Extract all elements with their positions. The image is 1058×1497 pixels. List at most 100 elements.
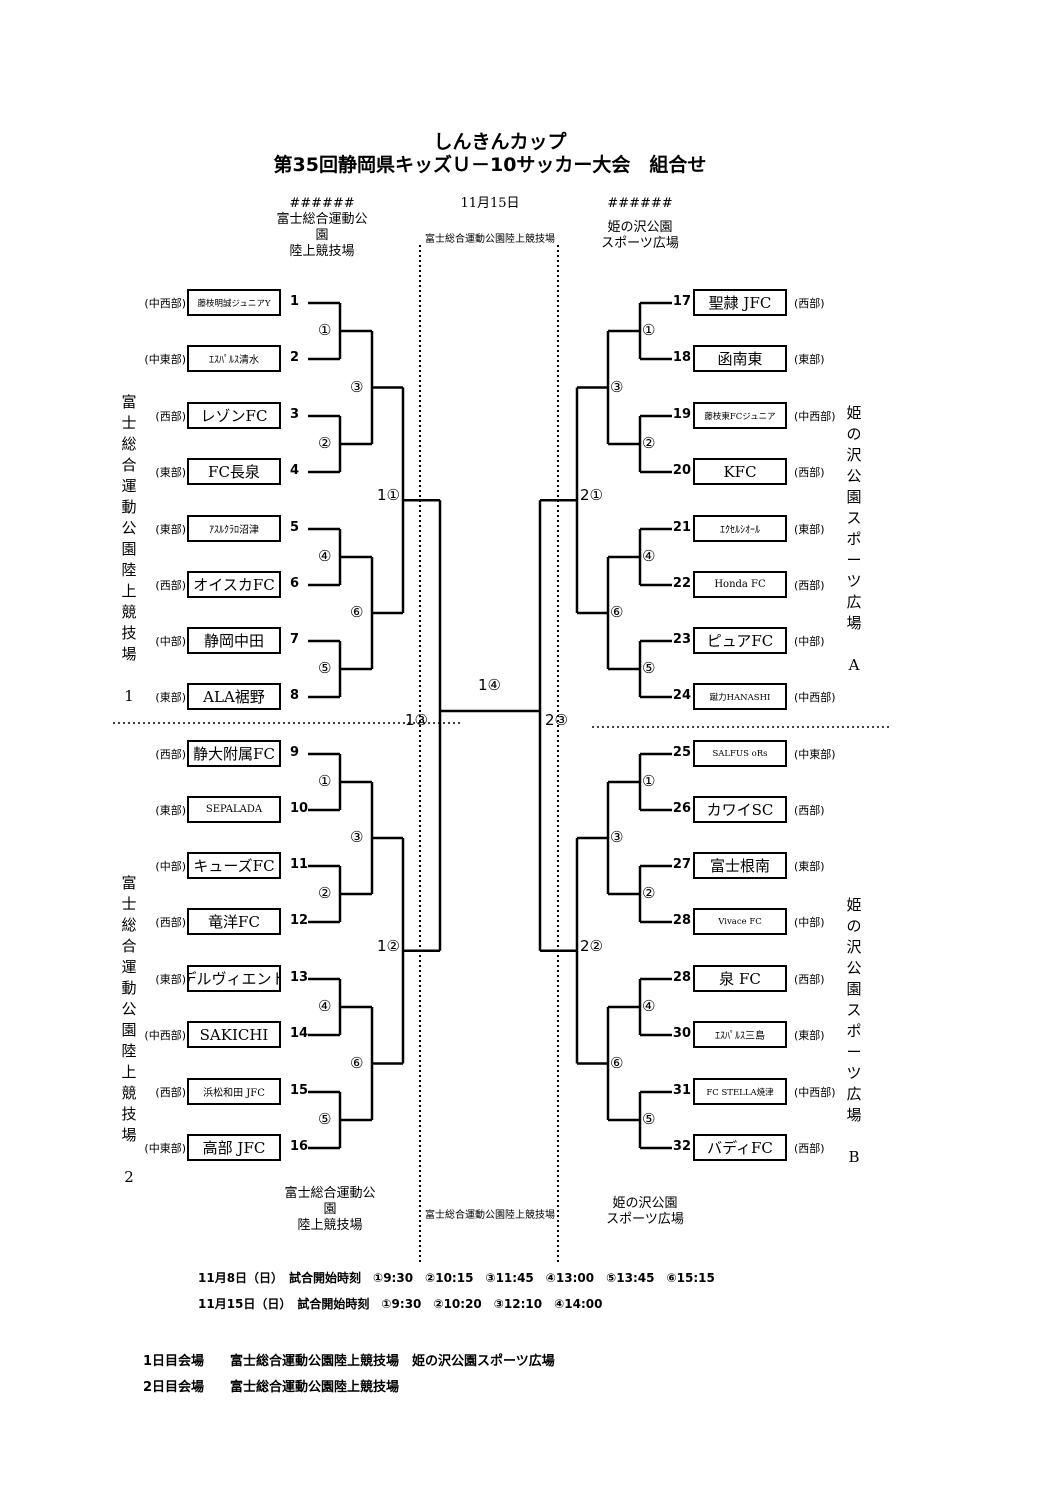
team-box: カワイSC xyxy=(693,796,787,823)
side-venue-char: ス xyxy=(846,509,862,527)
team-box: ｱｽﾙｸﾗﾛ沼津 xyxy=(187,515,281,542)
team-region: (東部) xyxy=(155,691,186,704)
team-region: (中東部) xyxy=(144,1142,186,1155)
group-match-label: ③ xyxy=(350,828,364,846)
team-seed: 10 xyxy=(290,801,309,816)
side-venue-char: 姫 xyxy=(846,896,862,914)
tournament-title: 第35回静岡県キッズＵ－10サッカー大会 組合せ xyxy=(273,154,707,176)
side-venue-char: 公 xyxy=(121,1000,137,1018)
group-match-label: ① xyxy=(642,321,656,339)
side-venue-char: ス xyxy=(846,1001,862,1019)
side-venue-char xyxy=(120,1146,138,1167)
group-match-label: ⑤ xyxy=(318,1110,332,1128)
footer-right-venue: 姫の沢公園 スポーツ広場 xyxy=(590,1196,700,1228)
team-box: 竜洋FC xyxy=(187,908,281,935)
side-venue-char: 沢 xyxy=(846,446,862,464)
header-left-date: ###### xyxy=(289,196,355,211)
side-venue-char: 園 xyxy=(121,1021,137,1039)
team-box: SALFUS oRs xyxy=(693,740,787,767)
footer-center-venue: 富士総合運動公園陸上競技場 xyxy=(425,1210,555,1221)
side-venue-right-bottom: 姫の沢公園スポーツ広場 B xyxy=(845,895,863,1168)
group-match-label: ② xyxy=(318,434,332,452)
team-seed: 15 xyxy=(290,1083,309,1098)
team-box: 泉 FC xyxy=(693,965,787,992)
team-region: (中西部) xyxy=(144,1029,186,1042)
team-region: (中西部) xyxy=(794,410,836,423)
group-match-label: ⑥ xyxy=(610,1053,624,1072)
side-venue-char: 合 xyxy=(121,937,137,955)
team-seed: 3 xyxy=(290,407,300,422)
team-seed: 1 xyxy=(290,294,300,309)
side-venue-char: 総 xyxy=(121,916,137,934)
side-venue-char: 士 xyxy=(121,895,137,913)
team-box: キューズFC xyxy=(187,852,281,879)
team-region: (中東部) xyxy=(144,353,186,366)
side-venue-char: 陸 xyxy=(121,561,137,579)
group-match-label: ② xyxy=(642,884,656,902)
side-venue-char: 動 xyxy=(121,498,137,516)
team-seed: 12 xyxy=(290,913,309,928)
team-region: (東部) xyxy=(794,353,825,366)
team-region: (中東部) xyxy=(794,748,836,761)
side-venue-char: 公 xyxy=(846,959,862,977)
team-box: 藤枝明誠ジュニアY xyxy=(187,289,281,316)
side-venue-char: 上 xyxy=(121,582,137,600)
side-venue-char: B xyxy=(848,1148,860,1166)
footer-left-venue-line: 陸上競技場 xyxy=(297,1218,363,1233)
team-region: (西部) xyxy=(155,748,186,761)
group-match-label: ⑥ xyxy=(350,1053,364,1072)
header-left-venue: ###### 富士総合運動公 園 陸上競技場 xyxy=(262,196,382,260)
side-venue-char: 園 xyxy=(846,488,862,506)
team-region: (中部) xyxy=(794,916,825,929)
team-seed: 32 xyxy=(672,1139,691,1154)
side-venue-char: 技 xyxy=(121,624,137,642)
schedule-day2: 11月15日（日） 試合開始時刻 ①9:30 ②10:20 ③12:10 ④14… xyxy=(198,1297,603,1311)
team-region: (東部) xyxy=(155,973,186,986)
header-right-venue-line: 姫の沢公園 xyxy=(607,220,673,235)
day2-match-label: 2② xyxy=(580,936,603,955)
side-venue-char: 公 xyxy=(846,467,862,485)
team-region: (中西部) xyxy=(144,297,186,310)
team-seed: 22 xyxy=(672,576,691,591)
team-seed: 18 xyxy=(672,350,691,365)
side-venue-char: ポ xyxy=(846,1022,862,1040)
group-match-label: ③ xyxy=(610,828,624,846)
team-box: FC STELLA焼津 xyxy=(693,1078,787,1105)
group-match-label: ④ xyxy=(318,547,332,565)
footer-right-venue-line: 姫の沢公園 xyxy=(612,1196,678,1211)
team-seed: 25 xyxy=(672,745,691,760)
team-box: デルヴィエント xyxy=(187,965,281,992)
team-box: ｴｽﾊﾟﾙｽ清水 xyxy=(187,345,281,372)
side-venue-char: 場 xyxy=(121,1126,137,1144)
team-box: ｴｸｾﾙｼｵｰﾙ xyxy=(693,515,787,542)
group-match-label: ① xyxy=(318,321,332,339)
team-region: (東部) xyxy=(155,804,186,817)
team-box: 藤枝東FCジュニア xyxy=(693,402,787,429)
team-region: (中西部) xyxy=(794,1086,836,1099)
footer-left-venue-line: 園 xyxy=(323,1202,337,1217)
side-venue-char: 園 xyxy=(121,540,137,558)
team-box: 高部 JFC xyxy=(187,1134,281,1161)
team-region: (西部) xyxy=(794,579,825,592)
side-venue-char: A xyxy=(848,656,860,674)
team-box: SEPALADA xyxy=(187,796,281,823)
team-box: 蹴力HANASHI xyxy=(693,683,787,710)
side-venue-char: 園 xyxy=(846,980,862,998)
header-center-date: 11月15日 xyxy=(460,196,520,211)
side-venue-char: 技 xyxy=(121,1105,137,1123)
day2-match-label: 2① xyxy=(580,486,603,505)
side-venue-char: 沢 xyxy=(846,938,862,956)
final-match-label: 1④ xyxy=(478,676,501,694)
side-venue-char: の xyxy=(846,917,862,935)
team-seed: 7 xyxy=(290,632,300,647)
team-box: 静大附属FC xyxy=(187,740,281,767)
side-venue-char: 1 xyxy=(124,687,134,705)
team-seed: 9 xyxy=(290,745,300,760)
day2-match-label: 1① xyxy=(377,486,400,505)
side-venue-char: 場 xyxy=(846,614,862,632)
side-venue-char: の xyxy=(846,425,862,443)
team-box: KFC xyxy=(693,458,787,485)
side-venue-char: 上 xyxy=(121,1063,137,1081)
side-venue-char: 動 xyxy=(121,979,137,997)
